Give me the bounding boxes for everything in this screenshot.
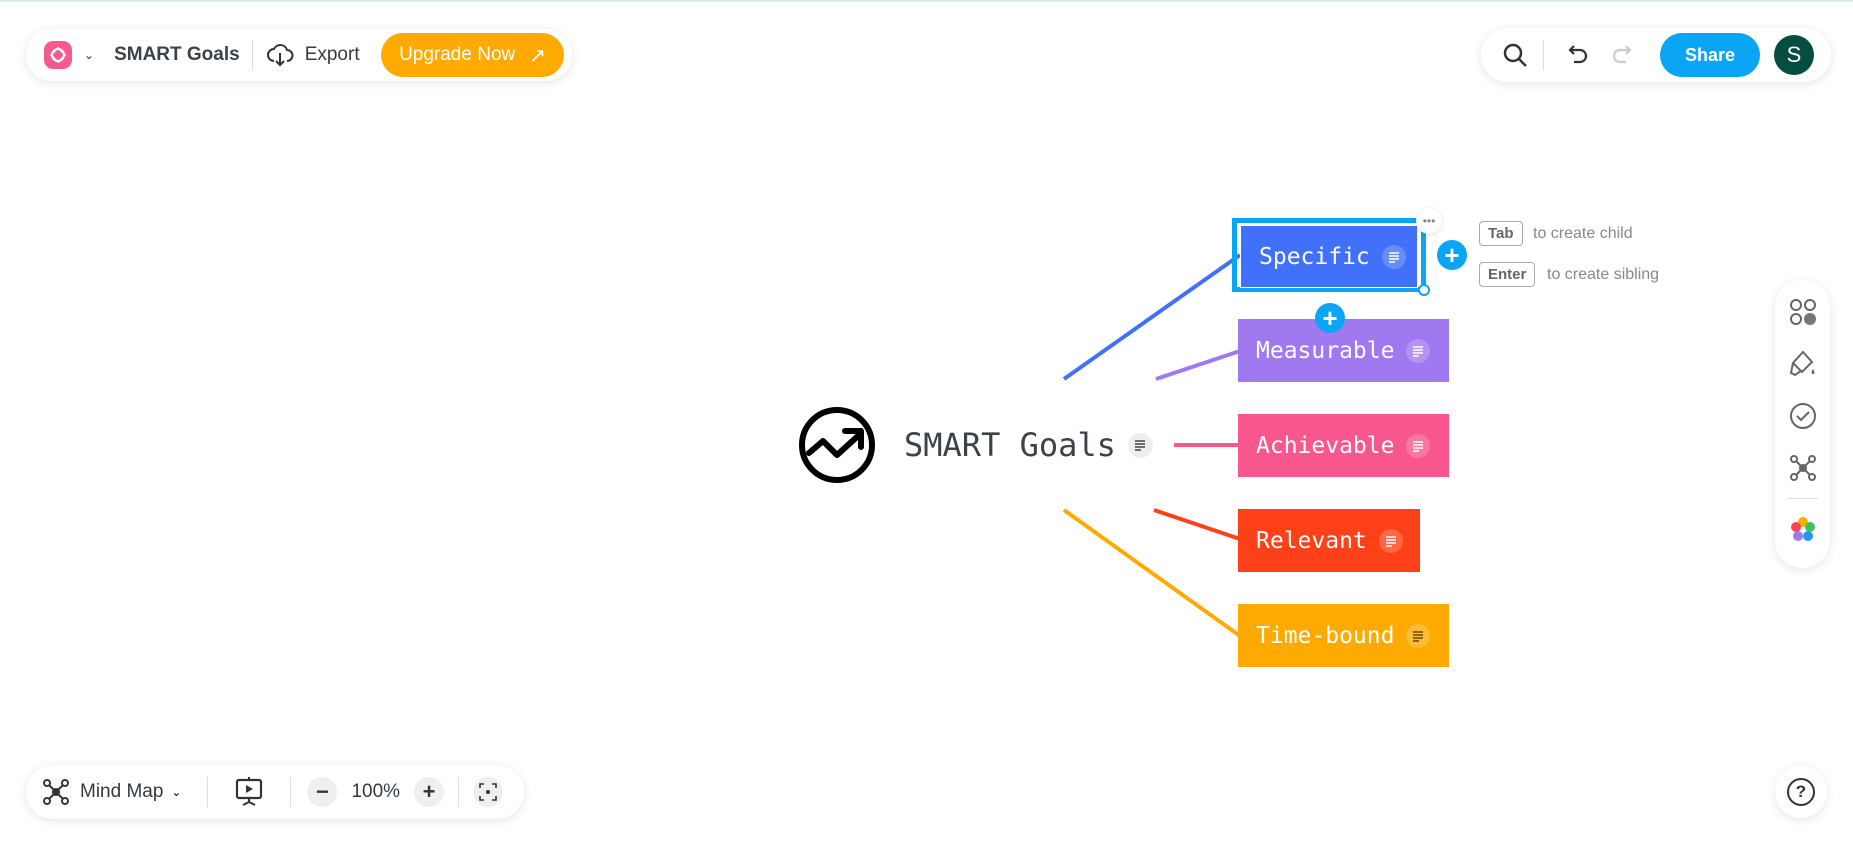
selection-frame	[1232, 218, 1426, 292]
avatar[interactable]: S	[1774, 35, 1814, 75]
connector-time-bound	[1062, 508, 1242, 638]
divider	[1543, 40, 1544, 70]
search-icon[interactable]	[1501, 41, 1529, 69]
add-child-button[interactable]: +	[1437, 240, 1467, 270]
top-left-toolbar: ⌄ SMART Goals Export Upgrade Now ↗	[26, 29, 572, 81]
divider	[290, 777, 292, 807]
note-icon[interactable]	[1406, 623, 1431, 648]
chevron-down-icon: ⌄	[171, 785, 182, 799]
node-specific[interactable]: Specific	[1240, 225, 1418, 288]
divider	[251, 40, 253, 70]
node-label: Time-bound	[1256, 622, 1395, 649]
zoom-level: 100%	[351, 781, 401, 802]
paint-bucket-icon[interactable]	[1785, 346, 1821, 382]
node-measurable[interactable]: Measurable	[1238, 319, 1449, 382]
export-button[interactable]: Export	[265, 40, 360, 70]
node-label: Specific	[1259, 243, 1370, 270]
connector-specific	[1062, 253, 1242, 381]
add-sibling-button[interactable]: +	[1315, 303, 1345, 333]
right-toolbar	[1775, 280, 1830, 568]
arrow-up-right-icon: ↗	[529, 44, 546, 67]
upgrade-label: Upgrade Now	[399, 44, 516, 65]
redo-icon[interactable]	[1608, 42, 1634, 68]
zoom-out-button[interactable]: −	[307, 777, 338, 807]
help-icon: ?	[1787, 778, 1815, 806]
enter-key-hint: Enter	[1479, 262, 1536, 287]
check-circle-icon[interactable]	[1785, 398, 1821, 434]
fit-to-screen-icon[interactable]	[473, 777, 504, 807]
node-time-bound[interactable]: Time-bound	[1238, 604, 1449, 667]
mind-map-icon	[43, 779, 69, 805]
divider	[207, 777, 209, 807]
node-label: Relevant	[1256, 527, 1367, 554]
view-mode-label: Mind Map	[80, 781, 164, 802]
export-label: Export	[304, 44, 360, 65]
connector-measurable	[1155, 349, 1241, 381]
more-options-icon[interactable]: •••	[1416, 208, 1442, 234]
tab-hint-text: to create child	[1533, 225, 1633, 242]
enter-hint-text: to create sibling	[1547, 266, 1660, 283]
color-theme-icon[interactable]	[1785, 511, 1821, 547]
note-icon[interactable]	[1406, 433, 1431, 458]
help-button[interactable]: ?	[1775, 766, 1827, 818]
document-title[interactable]: SMART Goals	[114, 44, 240, 65]
upgrade-now-button[interactable]: Upgrade Now ↗	[381, 33, 564, 77]
node-label: Achievable	[1256, 432, 1395, 459]
view-mode-dropdown[interactable]: Mind Map ⌄	[42, 778, 181, 806]
cloud-download-icon	[266, 44, 294, 67]
divider	[1787, 498, 1818, 499]
root-topic[interactable]: SMART Goals	[904, 423, 1153, 467]
zoom-in-button[interactable]: +	[414, 777, 445, 807]
connector-relevant	[1153, 508, 1241, 541]
structure-icon[interactable]	[1785, 450, 1821, 486]
share-label: Share	[1684, 44, 1736, 65]
top-right-toolbar: Share S	[1481, 28, 1831, 82]
node-relevant[interactable]: Relevant	[1238, 509, 1420, 572]
note-icon[interactable]	[1378, 528, 1403, 553]
note-icon[interactable]	[1406, 338, 1431, 363]
chevron-down-icon[interactable]: ⌄	[84, 48, 95, 62]
tab-key-hint: Tab	[1479, 221, 1523, 246]
node-label: Measurable	[1256, 337, 1395, 364]
resize-handle[interactable]	[1418, 284, 1430, 296]
avatar-initial: S	[1786, 42, 1802, 67]
note-icon[interactable]	[1127, 432, 1153, 458]
app-logo-icon[interactable]	[44, 41, 72, 69]
note-icon[interactable]	[1381, 244, 1406, 269]
divider	[458, 777, 460, 807]
share-button[interactable]: Share	[1660, 33, 1760, 77]
bottom-toolbar: Mind Map ⌄ − 100% +	[26, 765, 524, 819]
undo-icon[interactable]	[1566, 42, 1592, 68]
layout-icon[interactable]	[1785, 294, 1821, 330]
node-achievable[interactable]: Achievable	[1238, 414, 1449, 477]
root-topic-label: SMART Goals	[904, 426, 1116, 464]
presentation-icon[interactable]	[234, 776, 264, 808]
trending-up-icon	[799, 407, 875, 483]
